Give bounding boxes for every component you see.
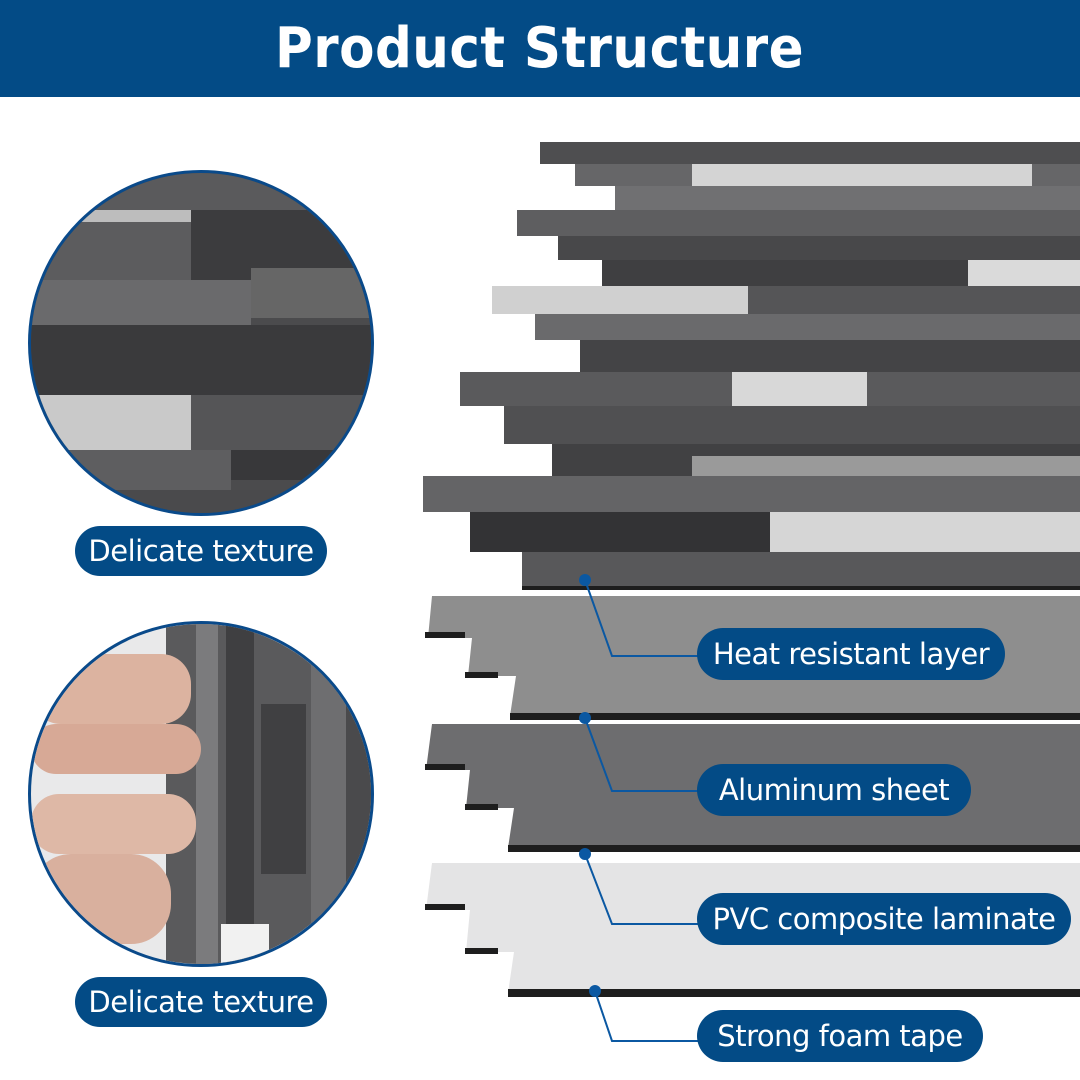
feature-label-text: Delicate texture xyxy=(88,534,314,568)
layer-label-heat-resistant: Heat resistant layer xyxy=(697,628,1005,680)
layer-marker-dot xyxy=(579,712,591,724)
layer-marker-dot xyxy=(589,985,601,997)
layer-marker-dot xyxy=(579,574,591,586)
feature-label-texture-1: Delicate texture xyxy=(75,526,327,576)
layer-label-text: Aluminum sheet xyxy=(718,773,950,807)
layer-label-foam-tape: Strong foam tape xyxy=(697,1010,983,1062)
texture-closeup-image xyxy=(28,170,374,516)
header-banner: Product Structure xyxy=(0,0,1080,97)
layer-label-text: Heat resistant layer xyxy=(712,637,990,671)
layer-label-text: Strong foam tape xyxy=(717,1019,963,1053)
feature-label-text: Delicate texture xyxy=(88,985,314,1019)
layer-label-pvc-composite: PVC composite laminate xyxy=(697,893,1071,945)
layer-marker-dot xyxy=(579,848,591,860)
page-title: Product Structure xyxy=(275,16,805,81)
wood-veneer-panel xyxy=(420,130,1080,590)
layer-label-text: PVC composite laminate xyxy=(712,902,1056,936)
layer-label-aluminum-sheet: Aluminum sheet xyxy=(697,764,971,816)
feature-label-texture-2: Delicate texture xyxy=(75,977,327,1027)
installation-hand-image xyxy=(28,621,374,967)
